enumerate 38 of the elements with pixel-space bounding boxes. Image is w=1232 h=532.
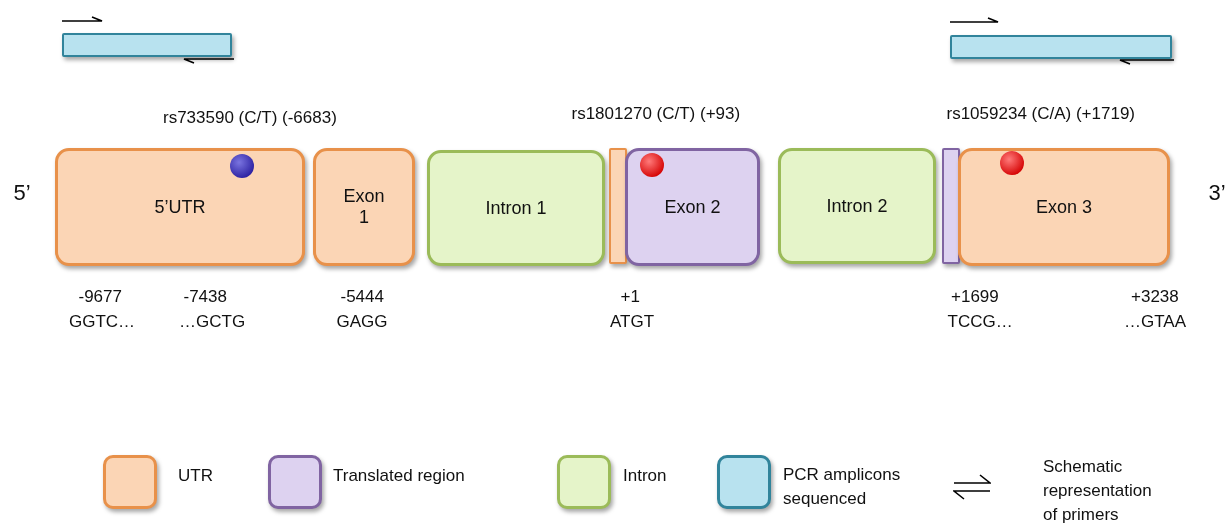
intron-box bbox=[427, 150, 605, 266]
sequence-label: TCCG… bbox=[947, 312, 1013, 332]
amplicon-bar bbox=[950, 35, 1172, 59]
legend-label: Schematic representation of primers bbox=[1043, 456, 1153, 526]
end-label: 5’ bbox=[13, 180, 31, 206]
snp-label: rs1059234 (C/A) (+1719) bbox=[946, 104, 1136, 124]
snp-label: rs1801270 (C/T) (+93) bbox=[571, 104, 741, 124]
end-label: 3’ bbox=[1208, 180, 1226, 206]
region-label: Intron 2 bbox=[826, 195, 888, 217]
intron-box bbox=[778, 148, 936, 264]
sequence-label: ATGT bbox=[610, 312, 655, 332]
snp-label: rs733590 (C/T) (-6683) bbox=[163, 108, 337, 128]
legend-label: Translated region bbox=[333, 465, 465, 487]
amplicon-bar bbox=[62, 33, 232, 57]
position-label: +1 bbox=[620, 287, 640, 307]
utr-box bbox=[313, 148, 415, 266]
legend-label: PCR amplicons sequenced bbox=[783, 464, 902, 510]
utr-box bbox=[55, 148, 305, 266]
region-strip bbox=[609, 148, 627, 264]
position-label: +3238 bbox=[1131, 287, 1179, 307]
position-label: -5444 bbox=[340, 287, 384, 307]
region-label: Intron 1 bbox=[485, 197, 547, 219]
sequence-label: …GTAA bbox=[1124, 312, 1187, 332]
sequence-label: GGTC… bbox=[69, 312, 136, 332]
position-label: +1699 bbox=[951, 287, 999, 307]
region-label: 5’UTR bbox=[154, 196, 206, 218]
sequence-label: GAGG bbox=[336, 312, 388, 332]
region-label: Exon 2 bbox=[664, 196, 721, 218]
region-label: Exon 3 bbox=[1035, 196, 1092, 218]
position-label: -9677 bbox=[78, 287, 122, 307]
position-label: -7438 bbox=[183, 287, 227, 307]
legend-label: Intron bbox=[623, 465, 667, 487]
sequence-label: …GCTG bbox=[179, 312, 246, 332]
utr-box bbox=[958, 148, 1170, 266]
legend-label: UTR bbox=[178, 465, 213, 487]
region-strip bbox=[942, 148, 960, 264]
translated-region-box bbox=[625, 148, 760, 266]
region-label: Exon 1 bbox=[342, 186, 386, 228]
